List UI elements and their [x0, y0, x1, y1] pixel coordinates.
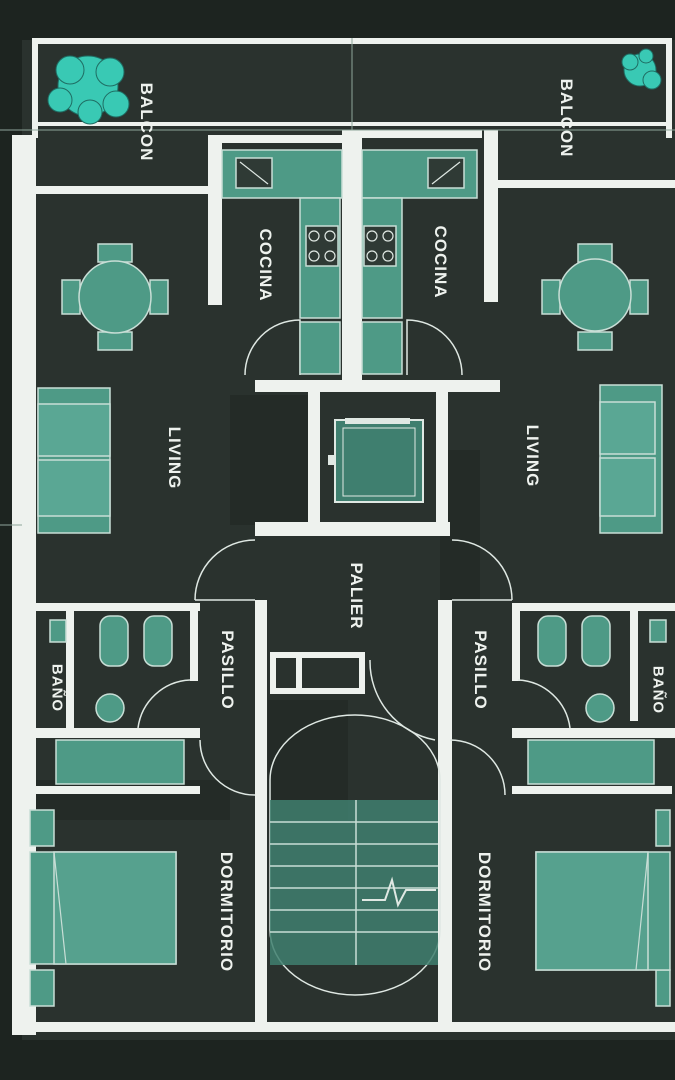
staircase [270, 800, 438, 965]
label-balcon-right: BALCON [557, 78, 576, 158]
label-bano-left: BAÑO [48, 663, 66, 713]
bed-details [53, 851, 649, 971]
plant-right [621, 48, 662, 90]
stove-burners [239, 161, 461, 262]
guide-lines [0, 38, 675, 526]
label-balcon-left: BALCON [137, 82, 156, 162]
label-dormitorio-right: DORMITORIO [475, 851, 494, 973]
label-palier: PALIER [347, 562, 366, 630]
label-pasillo-right: PASILLO [471, 630, 490, 710]
elevator [328, 418, 424, 503]
plant-left [47, 55, 130, 125]
label-living-left: LIVING [165, 426, 184, 490]
label-living-right: LIVING [523, 424, 542, 488]
label-bano-right: BAÑO [649, 665, 667, 715]
label-cocina-right: COCINA [431, 225, 450, 299]
label-pasillo-left: PASILLO [218, 630, 237, 710]
label-cocina-left: COCINA [256, 228, 275, 302]
furniture [29, 149, 671, 1007]
label-dormitorio-left: DORMITORIO [217, 851, 236, 973]
